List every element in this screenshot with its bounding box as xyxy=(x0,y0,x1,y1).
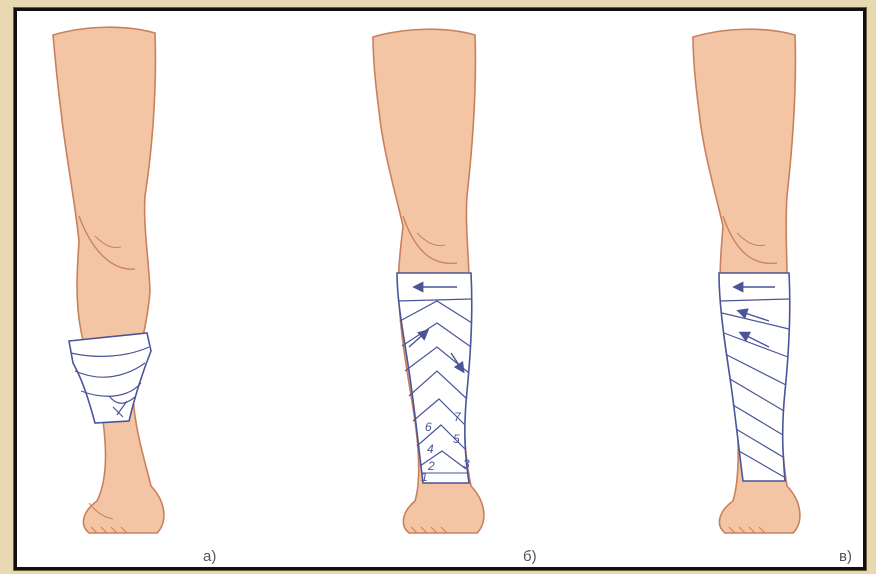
turn-4: 4 xyxy=(427,442,434,456)
turn-2: 2 xyxy=(427,459,435,473)
leg-b: 7 6 5 4 3 2 1 xyxy=(373,29,484,533)
bandage-c xyxy=(719,273,790,481)
turn-1: 1 xyxy=(421,470,428,484)
turn-3: 3 xyxy=(463,457,470,471)
panel-label-c: в) xyxy=(839,548,852,565)
turn-6: 6 xyxy=(425,420,432,434)
leg-a xyxy=(53,27,164,533)
turn-5: 5 xyxy=(453,432,460,446)
panel-label-a: а) xyxy=(203,548,216,565)
illustration-frame: 7 6 5 4 3 2 1 xyxy=(14,8,866,570)
bandage-diagram: 7 6 5 4 3 2 1 xyxy=(17,11,863,567)
leg-a-skin xyxy=(53,27,164,533)
panel-label-b: б) xyxy=(523,548,537,565)
bandage-a xyxy=(69,333,151,423)
leg-c xyxy=(693,29,800,533)
